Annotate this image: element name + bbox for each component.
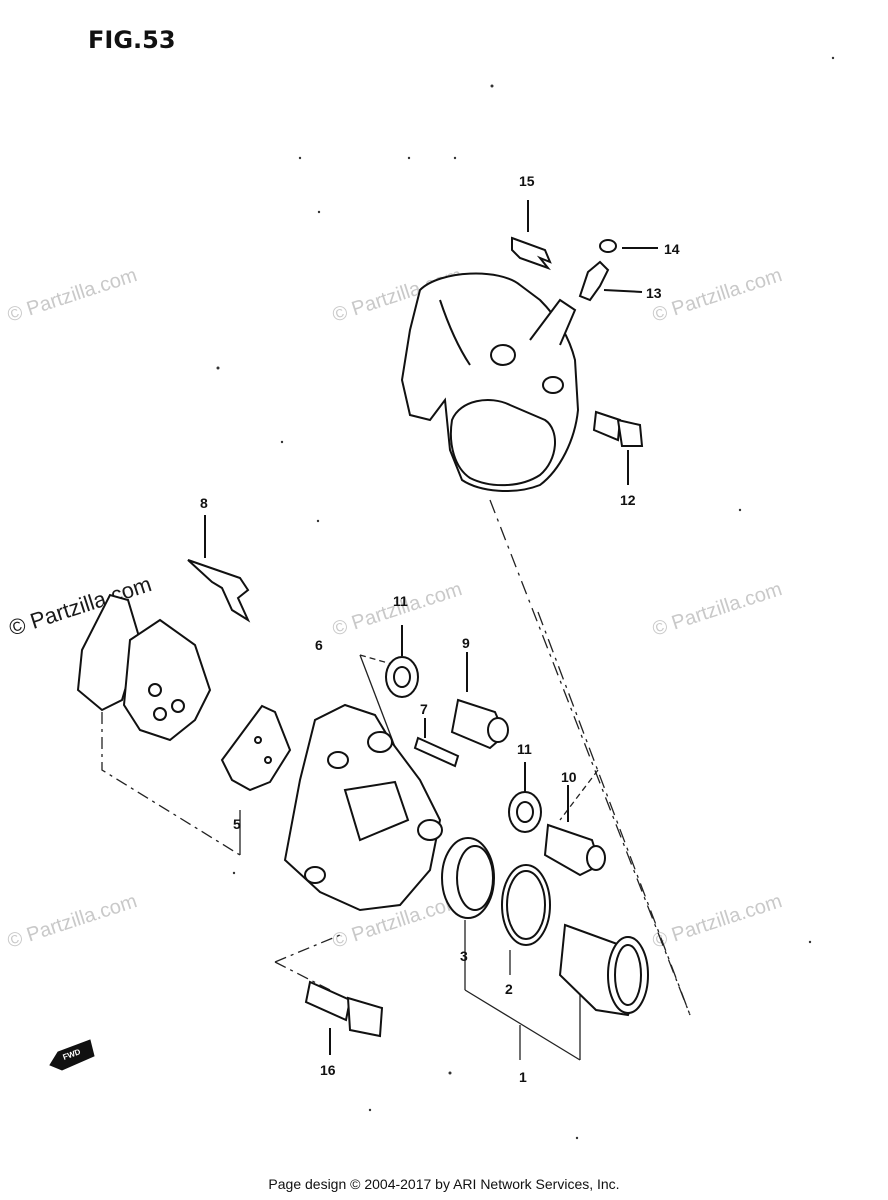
piston-1 bbox=[558, 923, 649, 1017]
callout-label: 10 bbox=[561, 769, 577, 785]
figure-title: FIG.53 bbox=[88, 26, 176, 54]
pin-7 bbox=[413, 718, 460, 768]
mounting-bolt-12 bbox=[592, 410, 644, 485]
pad-shim-5 bbox=[220, 704, 292, 792]
dust-boot-11-upper bbox=[385, 625, 419, 698]
watermark: © Partzilla.com bbox=[650, 264, 785, 327]
callout-label: 13 bbox=[646, 285, 662, 301]
callout-label: 16 bbox=[320, 1062, 336, 1078]
watermark: © Partzilla.com bbox=[5, 890, 140, 953]
callout-label: 12 bbox=[620, 492, 636, 508]
watermark: © Partzilla.com bbox=[5, 264, 140, 327]
leader-lines bbox=[101, 309, 691, 1061]
piston-seal-3 bbox=[441, 837, 495, 919]
footer-copyright: Page design © 2004-2017 by ARI Network S… bbox=[268, 1176, 620, 1192]
mounting-bolt-16 bbox=[304, 980, 384, 1055]
pad-spring-clip-15 bbox=[511, 200, 552, 271]
o-ring-2 bbox=[501, 864, 551, 946]
brake-pad-set bbox=[76, 593, 212, 742]
scan-specks bbox=[216, 56, 835, 1140]
bleeder-valve-13 bbox=[578, 260, 643, 302]
callout-label: 6 bbox=[315, 637, 323, 653]
callout-label: 9 bbox=[462, 635, 470, 651]
bleeder-cap-14 bbox=[599, 239, 658, 253]
caliper-bracket-6 bbox=[283, 703, 443, 912]
watermark: © Partzilla.com bbox=[330, 578, 465, 641]
callout-label: 11 bbox=[393, 593, 408, 609]
sleeve-9 bbox=[450, 652, 509, 750]
caliper-assembly-upper bbox=[400, 272, 580, 493]
pad-spring-8 bbox=[187, 515, 251, 623]
callout-label: 3 bbox=[460, 948, 468, 964]
callout-label: 8 bbox=[200, 495, 208, 511]
callout-label: 1 bbox=[519, 1069, 527, 1085]
callout-label: 14 bbox=[664, 241, 680, 257]
sleeve-10 bbox=[543, 785, 606, 877]
front-direction-arrow: FWD bbox=[49, 1039, 95, 1071]
callout-label: 7 bbox=[420, 701, 428, 717]
callout-label: 15 bbox=[519, 173, 535, 189]
watermark: © Partzilla.com bbox=[650, 578, 785, 641]
watermark: © Partzilla.com bbox=[650, 890, 785, 953]
callout-labels: 15 14 13 12 8 11 6 9 7 11 10 5 3 2 16 1 bbox=[200, 173, 680, 1085]
callout-label: 5 bbox=[233, 816, 241, 832]
callout-label: 2 bbox=[505, 981, 513, 997]
dust-boot-11-lower bbox=[508, 762, 542, 833]
callout-label: 11 bbox=[517, 741, 532, 757]
